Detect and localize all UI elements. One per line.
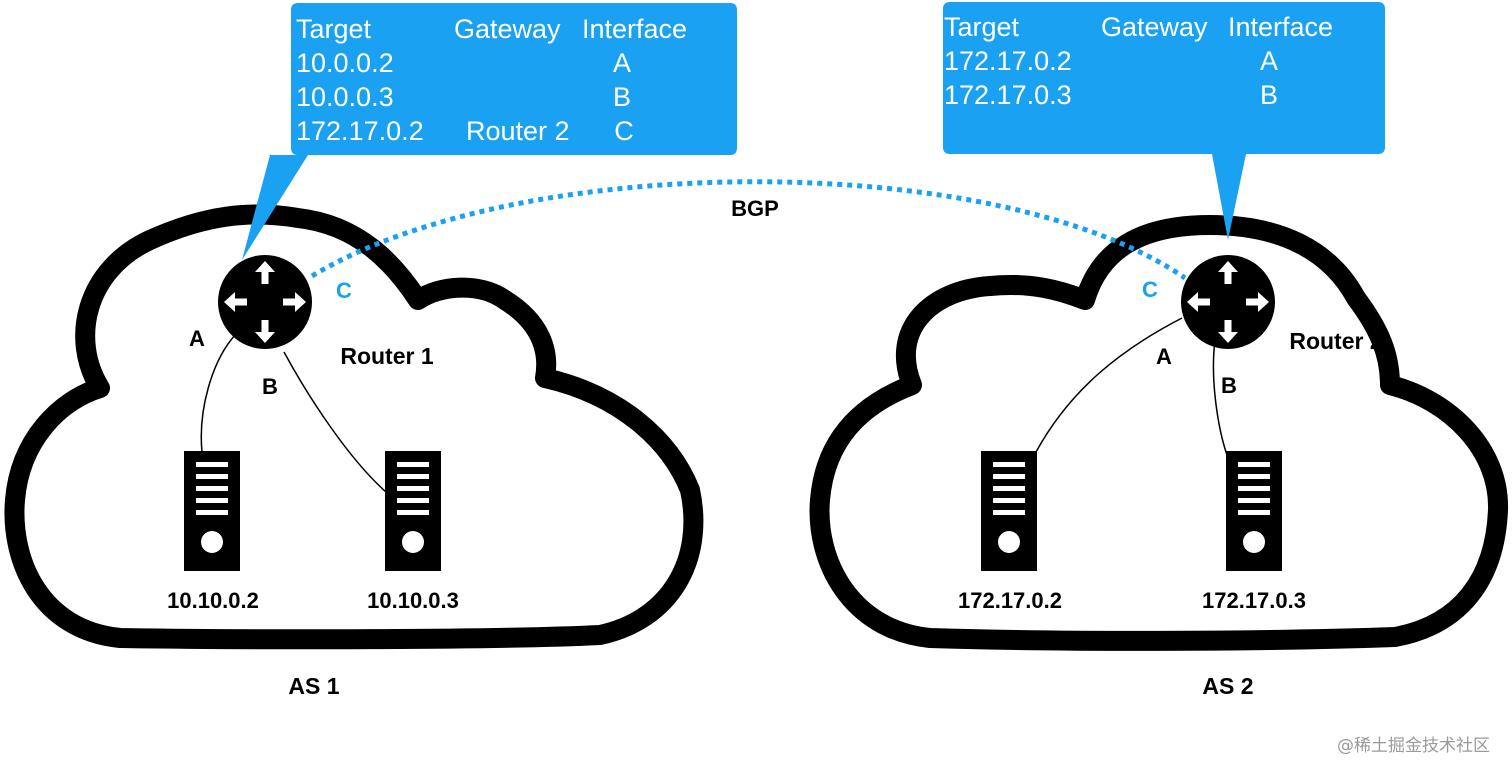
as1-label: AS 1	[288, 673, 339, 699]
as1-host-label: 10.10.0.3	[367, 588, 459, 613]
as2-link-a	[1035, 317, 1183, 453]
as1-row-interface: A	[613, 48, 631, 78]
as2-server-icon	[1226, 451, 1282, 571]
as2-interface-b-label: B	[1221, 373, 1237, 398]
as2-routing-table-callout: Target Gateway Interface 172.17.0.2 A 17…	[943, 2, 1385, 240]
as1-host-label: 10.10.0.2	[167, 588, 259, 613]
as2-host-label: 172.17.0.3	[1202, 588, 1306, 613]
as1-col-interface-header: Interface	[582, 14, 687, 44]
as2-row-interface: B	[1260, 80, 1278, 110]
watermark: @稀土掘金技术社区	[1337, 736, 1490, 756]
as2-row-interface: A	[1260, 46, 1278, 76]
as1-interface-a-label: A	[189, 326, 205, 351]
as1-row-target: 172.17.0.2	[296, 116, 424, 146]
as2-link-b	[1212, 339, 1229, 459]
bgp-label: BGP	[731, 196, 779, 221]
as2-col-interface-header: Interface	[1228, 12, 1333, 42]
as1-router-icon	[218, 255, 312, 349]
as1-row-interface: C	[614, 116, 634, 146]
as1-col-gateway-header: Gateway	[454, 14, 561, 44]
as1-cloud	[4, 204, 704, 650]
as1-row-gateway: Router 2	[466, 116, 570, 146]
as2-cloud	[809, 215, 1509, 651]
as1-row-target: 10.0.0.3	[296, 82, 394, 112]
as2-router-label: Router 2	[1289, 328, 1382, 354]
as1-routing-table-callout: Target Gateway Interface 10.0.0.2 A 10.0…	[242, 3, 737, 260]
as1-server-icon	[184, 451, 240, 571]
as2-label: AS 2	[1202, 673, 1253, 699]
as1-interface-c-label: C	[336, 278, 352, 303]
as1-server-icon	[385, 451, 441, 571]
as2-interface-c-label: C	[1142, 277, 1158, 302]
as2-interface-a-label: A	[1156, 344, 1172, 369]
as1-interface-b-label: B	[262, 374, 278, 399]
as1-router-label: Router 1	[340, 343, 434, 369]
as2-router-icon	[1181, 255, 1275, 349]
as1-col-target-header: Target	[296, 14, 372, 44]
as1-row-target: 10.0.0.2	[296, 48, 394, 78]
as2-host-label: 172.17.0.2	[958, 588, 1062, 613]
as1-callout-box	[242, 3, 737, 260]
as2-server-icon	[981, 451, 1037, 571]
as2-col-gateway-header: Gateway	[1101, 12, 1208, 42]
as1-link-b	[283, 351, 387, 493]
as1-row-interface: B	[613, 82, 631, 112]
as2-row-target: 172.17.0.2	[944, 46, 1072, 76]
as2-col-target-header: Target	[944, 12, 1020, 42]
as1-link-a	[200, 333, 237, 453]
as2-callout-box	[943, 2, 1385, 240]
as2-row-target: 172.17.0.3	[944, 80, 1072, 110]
